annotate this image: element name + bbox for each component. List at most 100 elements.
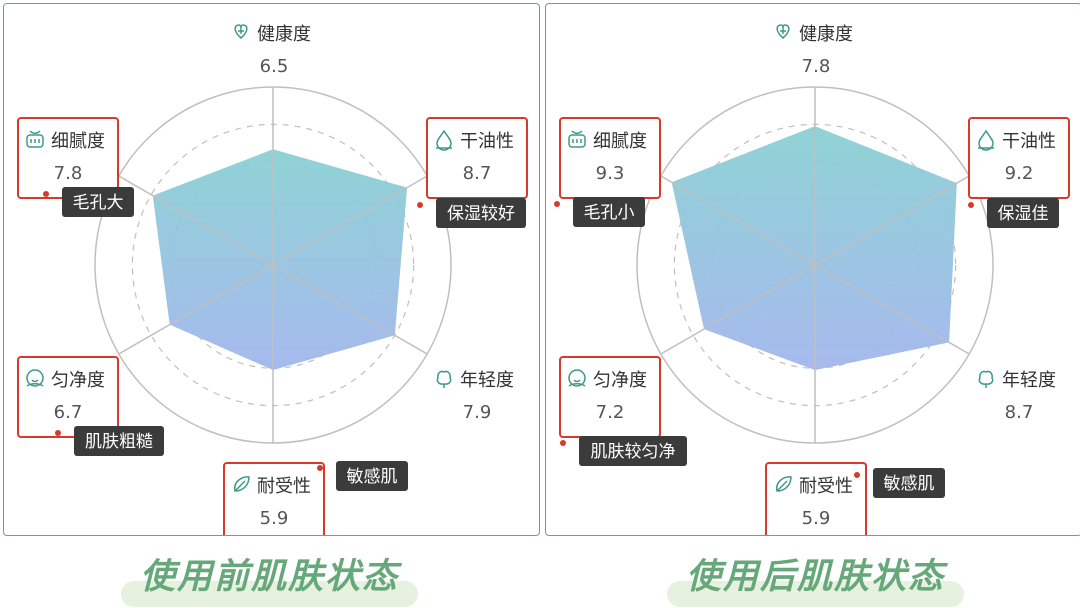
axis-label-健康度: 健康度 7.8 (776, 24, 853, 77)
annotation-tag: 肌肤粗糙 (55, 426, 164, 456)
tag-bg (573, 197, 645, 227)
tag-dot (317, 465, 323, 471)
spoke-细腻度 (118, 175, 274, 266)
highlight-box (426, 117, 528, 199)
axis-name: 年轻度 (1002, 370, 1056, 391)
tag-dot (43, 191, 49, 197)
tag-bg (62, 187, 134, 217)
axis-value: 7.2 (596, 402, 625, 423)
spoke-年轻度 (272, 264, 428, 355)
face-icon (26, 369, 44, 387)
axis-label-匀净度: 匀净度 7.2 (559, 356, 661, 438)
axis-label-干油性: 干油性 9.2 (968, 117, 1070, 199)
tag-dot (968, 202, 974, 208)
spoke-干油性 (272, 175, 428, 266)
axis-name: 匀净度 (51, 370, 105, 391)
heart-plus-icon (234, 24, 248, 39)
tag-bg (74, 426, 164, 456)
axis-name: 干油性 (1002, 131, 1056, 152)
axis-name: 耐受性 (799, 476, 853, 497)
spoke-匀净度 (660, 264, 816, 355)
tag-dot (554, 201, 560, 207)
droplet-icon (978, 129, 994, 151)
highlight-box (17, 117, 119, 199)
axis-name: 细腻度 (593, 131, 647, 152)
tag-label: 保湿较好 (447, 204, 515, 224)
tag-bg (579, 436, 687, 466)
after-panel: 健康度 7.8 干油性 9.2 年轻度 8.7 耐受性 5.9 匀净度 7.2 细腻度 9.3 毛孔小 保… (545, 3, 1080, 536)
axis-value: 5.9 (260, 508, 289, 529)
axis-label-细腻度: 细腻度 7.8 (17, 117, 119, 199)
spoke-匀净度 (118, 264, 274, 355)
tag-label: 毛孔小 (584, 203, 635, 223)
axis-value: 7.9 (463, 402, 492, 423)
after-radar-chart: 健康度 7.8 干油性 9.2 年轻度 8.7 耐受性 5.9 匀净度 7.2 细腻度 9.3 毛孔小 保… (554, 24, 1070, 535)
axis-value: 9.2 (1005, 163, 1034, 184)
annotation-tag: 保湿佳 (968, 198, 1059, 228)
droplet-icon (436, 129, 452, 151)
radar-area (671, 126, 957, 371)
axis-value: 5.9 (802, 508, 831, 529)
annotation-tag: 肌肤较匀净 (560, 436, 687, 466)
highlight-box (17, 356, 119, 438)
spoke-年轻度 (814, 264, 970, 355)
tag-label: 肌肤较匀净 (591, 442, 676, 462)
highlight-box (968, 117, 1070, 199)
tag-label: 敏感肌 (347, 467, 398, 487)
tag-label: 毛孔大 (73, 193, 124, 213)
tag-bg (987, 198, 1059, 228)
tag-bg (436, 198, 526, 228)
axis-name: 健康度 (799, 24, 853, 45)
axis-label-年轻度: 年轻度 8.7 (978, 370, 1056, 423)
tag-bg (336, 461, 408, 491)
before-caption-highlight (121, 581, 418, 607)
tag-label: 敏感肌 (884, 474, 935, 494)
annotation-tag: 敏感肌 (317, 461, 408, 491)
radar-area (152, 149, 408, 371)
axis-value: 8.7 (1005, 402, 1034, 423)
flower-icon (436, 370, 452, 388)
tag-label: 保湿佳 (998, 204, 1049, 224)
axis-label-匀净度: 匀净度 6.7 (17, 356, 119, 438)
axis-label-健康度: 健康度 6.5 (234, 24, 311, 77)
axis-label-耐受性: 耐受性 5.9 (765, 462, 867, 535)
axis-value: 6.7 (54, 402, 83, 423)
axis-label-细腻度: 细腻度 9.3 (559, 117, 661, 199)
axis-value: 9.3 (596, 163, 625, 184)
tag-bg (873, 468, 945, 498)
axis-name: 匀净度 (593, 370, 647, 391)
spoke-干油性 (814, 175, 970, 266)
tag-dot (417, 202, 423, 208)
tag-label: 肌肤粗糙 (85, 432, 153, 452)
tag-dot (854, 472, 860, 478)
after-caption-highlight (667, 581, 964, 607)
face-icon (568, 369, 586, 387)
annotation-tag: 敏感肌 (854, 468, 945, 498)
pore-icon (568, 130, 586, 148)
flower-icon (978, 370, 994, 388)
axis-value: 7.8 (802, 56, 831, 77)
axis-name: 健康度 (257, 24, 311, 45)
heart-plus-icon (776, 24, 790, 39)
pore-icon (26, 130, 44, 148)
axis-name: 干油性 (460, 131, 514, 152)
axis-value: 7.8 (54, 163, 83, 184)
leaf-hand-icon (234, 476, 250, 492)
axis-name: 细腻度 (51, 131, 105, 152)
annotation-tag: 毛孔大 (43, 187, 134, 217)
tag-dot (55, 430, 61, 436)
annotation-tag: 毛孔小 (554, 197, 645, 227)
highlight-box (559, 356, 661, 438)
annotation-tag: 保湿较好 (417, 198, 526, 228)
after-caption: 使用后肌肤状态 (685, 557, 945, 597)
axis-value: 6.5 (260, 56, 289, 77)
axis-label-年轻度: 年轻度 7.9 (436, 370, 514, 423)
leaf-hand-icon (776, 476, 792, 492)
highlight-box (559, 117, 661, 199)
axis-name: 年轻度 (460, 370, 514, 391)
spoke-细腻度 (660, 175, 816, 266)
